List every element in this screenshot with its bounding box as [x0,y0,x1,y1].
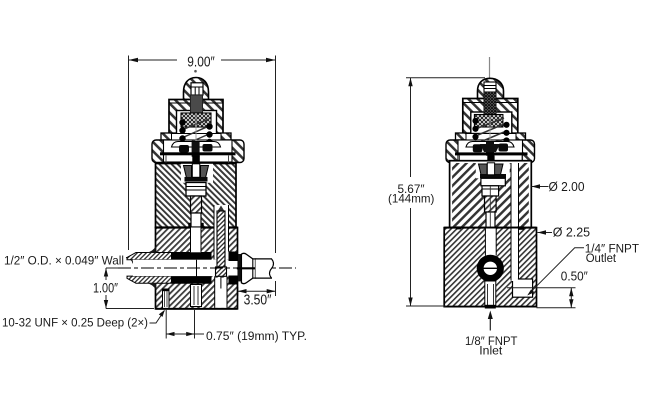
svg-text:1.00″: 1.00″ [93,281,118,296]
svg-text:3.50″: 3.50″ [244,291,272,308]
svg-text:0.50″: 0.50″ [561,269,588,284]
svg-text:5.67″: 5.67″ [398,182,426,196]
svg-text:(144mm): (144mm) [388,192,434,206]
svg-text:Inlet: Inlet [479,344,503,358]
svg-text:10-32 UNF × 0.25 Deep (2×): 10-32 UNF × 0.25 Deep (2×) [2,315,148,329]
svg-text:1/4″ FNPT: 1/4″ FNPT [585,242,640,256]
svg-text:1/8″ FNPT: 1/8″ FNPT [465,334,518,348]
svg-text:Ø 2.00: Ø 2.00 [549,180,585,194]
svg-text:9.00″: 9.00″ [187,54,215,71]
svg-text:1/2″ O.D. × 0.049″ Wall: 1/2″ O.D. × 0.049″ Wall [4,253,124,267]
svg-text:Ø 2.25: Ø 2.25 [553,226,590,240]
svg-text:0.75″ (19mm) TYP.: 0.75″ (19mm) TYP. [206,329,307,343]
svg-text:Outlet: Outlet [586,251,617,265]
